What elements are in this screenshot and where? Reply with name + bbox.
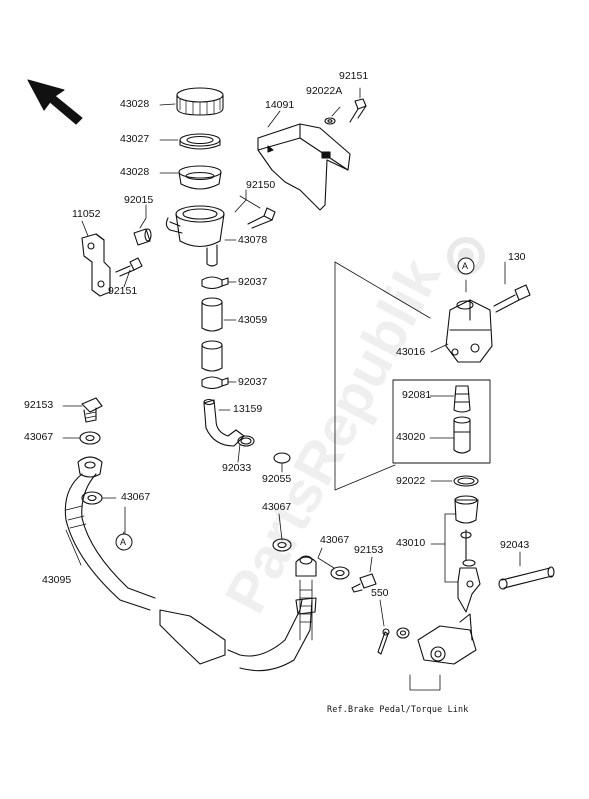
guide-line-upper <box>334 261 431 319</box>
circlip-92022 <box>453 475 479 487</box>
callout-a-top <box>457 257 475 275</box>
part-label-43020[interactable]: 43020 <box>396 431 426 443</box>
part-label-130[interactable]: 130 <box>508 251 526 263</box>
ring-92033 <box>237 435 255 447</box>
part-label-92081[interactable]: 92081 <box>402 389 432 401</box>
part-label-13159[interactable]: 13159 <box>233 403 263 415</box>
clamp-92037-bottom <box>201 376 229 390</box>
part-label-43028-cap[interactable]: 43028 <box>120 98 150 110</box>
part-label-11052[interactable]: 11052 <box>72 208 101 220</box>
part-label-92015[interactable]: 92015 <box>124 194 154 206</box>
part-label-92022A[interactable]: 92022A <box>306 85 343 97</box>
part-label-550[interactable]: 550 <box>371 587 389 599</box>
diaphragm-plate <box>179 133 221 150</box>
part-label-43028-diaphragm[interactable]: 43028 <box>120 166 150 178</box>
diaphragm <box>178 165 222 190</box>
push-rod-43010 <box>454 495 481 613</box>
part-label-43059[interactable]: 43059 <box>238 314 268 326</box>
part-label-92150[interactable]: 92150 <box>246 179 276 191</box>
washer-43067-c <box>272 538 292 552</box>
bolt-130 <box>493 284 531 313</box>
reference-note: Ref.Brake Pedal/Torque Link <box>327 704 469 714</box>
washer-pedal <box>396 627 410 639</box>
part-label-92055[interactable]: 92055 <box>262 473 292 485</box>
reservoir-body <box>165 205 225 267</box>
part-label-92153-right[interactable]: 92153 <box>354 544 384 556</box>
fitting-13159 <box>203 398 245 447</box>
part-label-43078[interactable]: 43078 <box>238 234 268 246</box>
part-label-43095[interactable]: 43095 <box>42 574 72 586</box>
clamp-92037-top <box>201 276 229 290</box>
part-label-92151-top[interactable]: 92151 <box>339 70 369 82</box>
leader-lines <box>62 87 521 627</box>
brake-pedal-bracket <box>417 613 477 665</box>
direction-arrow-icon <box>27 79 83 125</box>
piston-cup-92081 <box>453 385 471 413</box>
banjo-bolt-92153-right <box>351 573 377 593</box>
kit-box-43020 <box>392 379 491 464</box>
bracket-11052 <box>81 233 111 297</box>
oring-92055 <box>273 452 291 464</box>
part-label-92022[interactable]: 92022 <box>396 475 426 487</box>
part-label-92037-bottom[interactable]: 92037 <box>238 376 268 388</box>
guide-line-lower <box>334 261 396 491</box>
washer-92022A <box>324 117 336 125</box>
reservoir-guard <box>257 123 351 211</box>
part-label-43010[interactable]: 43010 <box>396 537 426 549</box>
part-label-92151-left[interactable]: 92151 <box>108 285 138 297</box>
callout-a-top-letter: A <box>462 261 469 271</box>
washer-43067-a <box>79 431 101 445</box>
pin-92043 <box>498 566 555 590</box>
collar-92015 <box>133 228 152 246</box>
washer-43067-d <box>330 566 350 580</box>
ref-bracket <box>409 674 441 691</box>
part-label-43027[interactable]: 43027 <box>120 133 150 145</box>
part-label-43067-c[interactable]: 43067 <box>262 501 292 513</box>
part-label-92037-top[interactable]: 92037 <box>238 276 268 288</box>
part-label-43067-a[interactable]: 43067 <box>24 431 54 443</box>
bolt-92150 <box>247 207 276 229</box>
part-label-43067-d[interactable]: 43067 <box>320 534 350 546</box>
banjo-bolt-92153-left <box>81 397 103 423</box>
part-label-43067-b[interactable]: 43067 <box>121 491 151 503</box>
banjo-fitting <box>77 456 103 478</box>
part-label-43016[interactable]: 43016 <box>396 346 426 358</box>
part-label-92043[interactable]: 92043 <box>500 539 530 551</box>
part-label-14091[interactable]: 14091 <box>265 99 295 111</box>
bolt-92151-left <box>115 257 143 277</box>
reservoir-cap <box>176 87 224 116</box>
part-label-92033[interactable]: 92033 <box>222 462 252 474</box>
piston-43020 <box>453 416 471 454</box>
bolt-92151-top <box>349 98 367 123</box>
hose-43059 <box>201 297 223 372</box>
master-cylinder-43016 <box>445 299 493 363</box>
brake-hose-43095 <box>64 473 317 672</box>
callout-a-left <box>115 533 133 551</box>
callout-a-left-letter: A <box>120 537 127 547</box>
part-label-92153-left[interactable]: 92153 <box>24 399 54 411</box>
cotter-pin-550 <box>377 628 390 655</box>
